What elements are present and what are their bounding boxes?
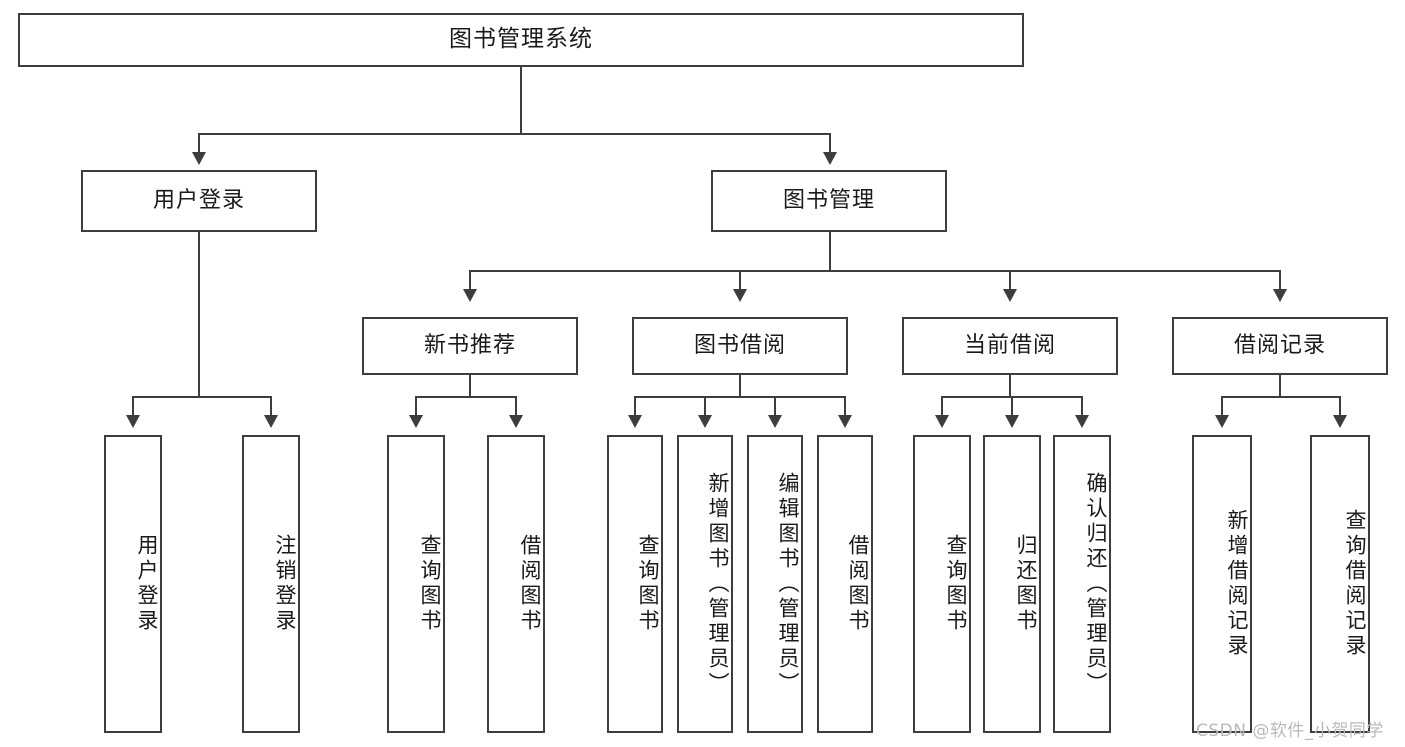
arrow-to-leaf-user-login-logout [264, 415, 278, 428]
leaf-recommend-borrow-book[interactable]: 借阅图书 [487, 435, 545, 733]
connector-bm-branch-2 [739, 270, 741, 292]
arrow-to-leaf-user-login-login [126, 415, 140, 428]
connector-root-stem [520, 67, 522, 134]
connector-user-login-branch-1 [132, 396, 134, 418]
node-label: 用户登录 [152, 187, 245, 213]
connector-bm-branch-4 [1279, 270, 1281, 292]
connector-user-login-stem [198, 232, 200, 398]
node-borrow-record[interactable]: 借阅记录 [1172, 317, 1388, 375]
connector-recommend-stem [469, 375, 471, 396]
leaf-user-login-login[interactable]: 用户登录 [104, 435, 162, 733]
connector-borrow-branch-3 [774, 396, 776, 418]
connector-recommend-bus [415, 396, 517, 398]
node-label: 查询借阅记录 [1343, 509, 1367, 659]
arrow-to-leaf-record-query-record [1333, 415, 1347, 428]
connector-borrow-bus [634, 396, 846, 398]
leaf-user-login-logout[interactable]: 注销登录 [242, 435, 300, 733]
arrow-to-leaf-borrow-query-book [628, 415, 642, 428]
connector-borrow-stem [739, 375, 741, 396]
arrow-to-book-borrow [733, 289, 747, 302]
connector-recommend-branch-1 [415, 396, 417, 418]
leaf-borrow-query-book[interactable]: 查询图书 [607, 435, 663, 733]
leaf-borrow-borrow-book[interactable]: 借阅图书 [817, 435, 873, 733]
connector-current-branch-1 [941, 396, 943, 418]
node-label: 查询图书 [636, 534, 660, 634]
leaf-borrow-add-book[interactable]: 新增图书（管理员） [677, 435, 733, 733]
connector-bm-branch-1 [469, 270, 471, 292]
connector-borrow-branch-2 [704, 396, 706, 418]
node-label: 借阅图书 [846, 534, 870, 634]
arrow-to-book-management [823, 152, 837, 165]
node-label: 编辑图书（管理员） [776, 471, 800, 697]
arrow-to-leaf-recommend-query-book [409, 415, 423, 428]
node-label: 新书推荐 [423, 332, 516, 358]
node-root-system[interactable]: 图书管理系统 [18, 13, 1024, 67]
leaf-current-return-book[interactable]: 归还图书 [983, 435, 1041, 733]
node-book-borrow[interactable]: 图书借阅 [632, 317, 848, 375]
arrow-to-leaf-borrow-add-book [698, 415, 712, 428]
node-label: 图书管理系统 [449, 26, 593, 53]
node-label: 新增图书（管理员） [706, 471, 730, 697]
connector-book-management-stem [829, 232, 831, 272]
connector-record-branch-2 [1339, 396, 1341, 418]
node-book-management[interactable]: 图书管理 [711, 170, 947, 232]
node-label: 查询图书 [418, 534, 442, 634]
connector-current-branch-2 [1011, 396, 1013, 418]
connector-root-to-book-management [829, 133, 831, 155]
leaf-borrow-edit-book[interactable]: 编辑图书（管理员） [747, 435, 803, 733]
connector-current-stem [1009, 375, 1011, 396]
arrow-to-leaf-borrow-borrow-book [838, 415, 852, 428]
arrow-to-leaf-recommend-borrow-book [509, 415, 523, 428]
leaf-record-add-record[interactable]: 新增借阅记录 [1192, 435, 1252, 733]
connector-borrow-branch-1 [634, 396, 636, 418]
arrow-to-current-borrow [1003, 289, 1017, 302]
arrow-to-leaf-borrow-edit-book [768, 415, 782, 428]
leaf-current-confirm-return[interactable]: 确认归还（管理员） [1053, 435, 1111, 733]
connector-user-login-bus [132, 396, 271, 398]
node-label: 图书管理 [782, 187, 875, 213]
node-label: 借阅图书 [518, 534, 542, 634]
connector-record-stem [1279, 375, 1281, 396]
leaf-record-query-record[interactable]: 查询借阅记录 [1310, 435, 1370, 733]
node-label: 新增借阅记录 [1225, 509, 1249, 659]
arrow-to-leaf-current-query-book [935, 415, 949, 428]
arrow-to-user-login [192, 152, 206, 165]
connector-record-bus [1221, 396, 1340, 398]
watermark: CSDN @软件_小贺同学 [1196, 721, 1384, 741]
connector-recommend-branch-2 [515, 396, 517, 418]
arrow-to-leaf-record-add-record [1215, 415, 1229, 428]
leaf-current-query-book[interactable]: 查询图书 [913, 435, 971, 733]
connector-book-management-bus [469, 270, 1280, 272]
node-current-borrow[interactable]: 当前借阅 [902, 317, 1118, 375]
node-label: 当前借阅 [963, 332, 1056, 358]
node-label: 归还图书 [1014, 534, 1038, 634]
node-new-book-recommend[interactable]: 新书推荐 [362, 317, 578, 375]
node-label: 确认归还（管理员） [1084, 471, 1108, 697]
connector-record-branch-1 [1221, 396, 1223, 418]
connector-current-branch-3 [1081, 396, 1083, 418]
node-label: 查询图书 [944, 534, 968, 634]
arrow-to-new-book-recommend [463, 289, 477, 302]
connector-root-bus [198, 133, 830, 135]
connector-bm-branch-3 [1009, 270, 1011, 292]
arrow-to-leaf-current-return-book [1005, 415, 1019, 428]
arrow-to-borrow-record [1273, 289, 1287, 302]
arrow-to-leaf-current-confirm-return [1075, 415, 1089, 428]
node-user-login[interactable]: 用户登录 [81, 170, 317, 232]
connector-user-login-branch-2 [270, 396, 272, 418]
node-label: 借阅记录 [1233, 332, 1326, 358]
node-label: 用户登录 [135, 534, 159, 634]
connector-root-to-user-login [198, 133, 200, 155]
node-label: 注销登录 [273, 534, 297, 634]
leaf-recommend-query-book[interactable]: 查询图书 [387, 435, 445, 733]
node-label: 图书借阅 [693, 332, 786, 358]
connector-borrow-branch-4 [844, 396, 846, 418]
